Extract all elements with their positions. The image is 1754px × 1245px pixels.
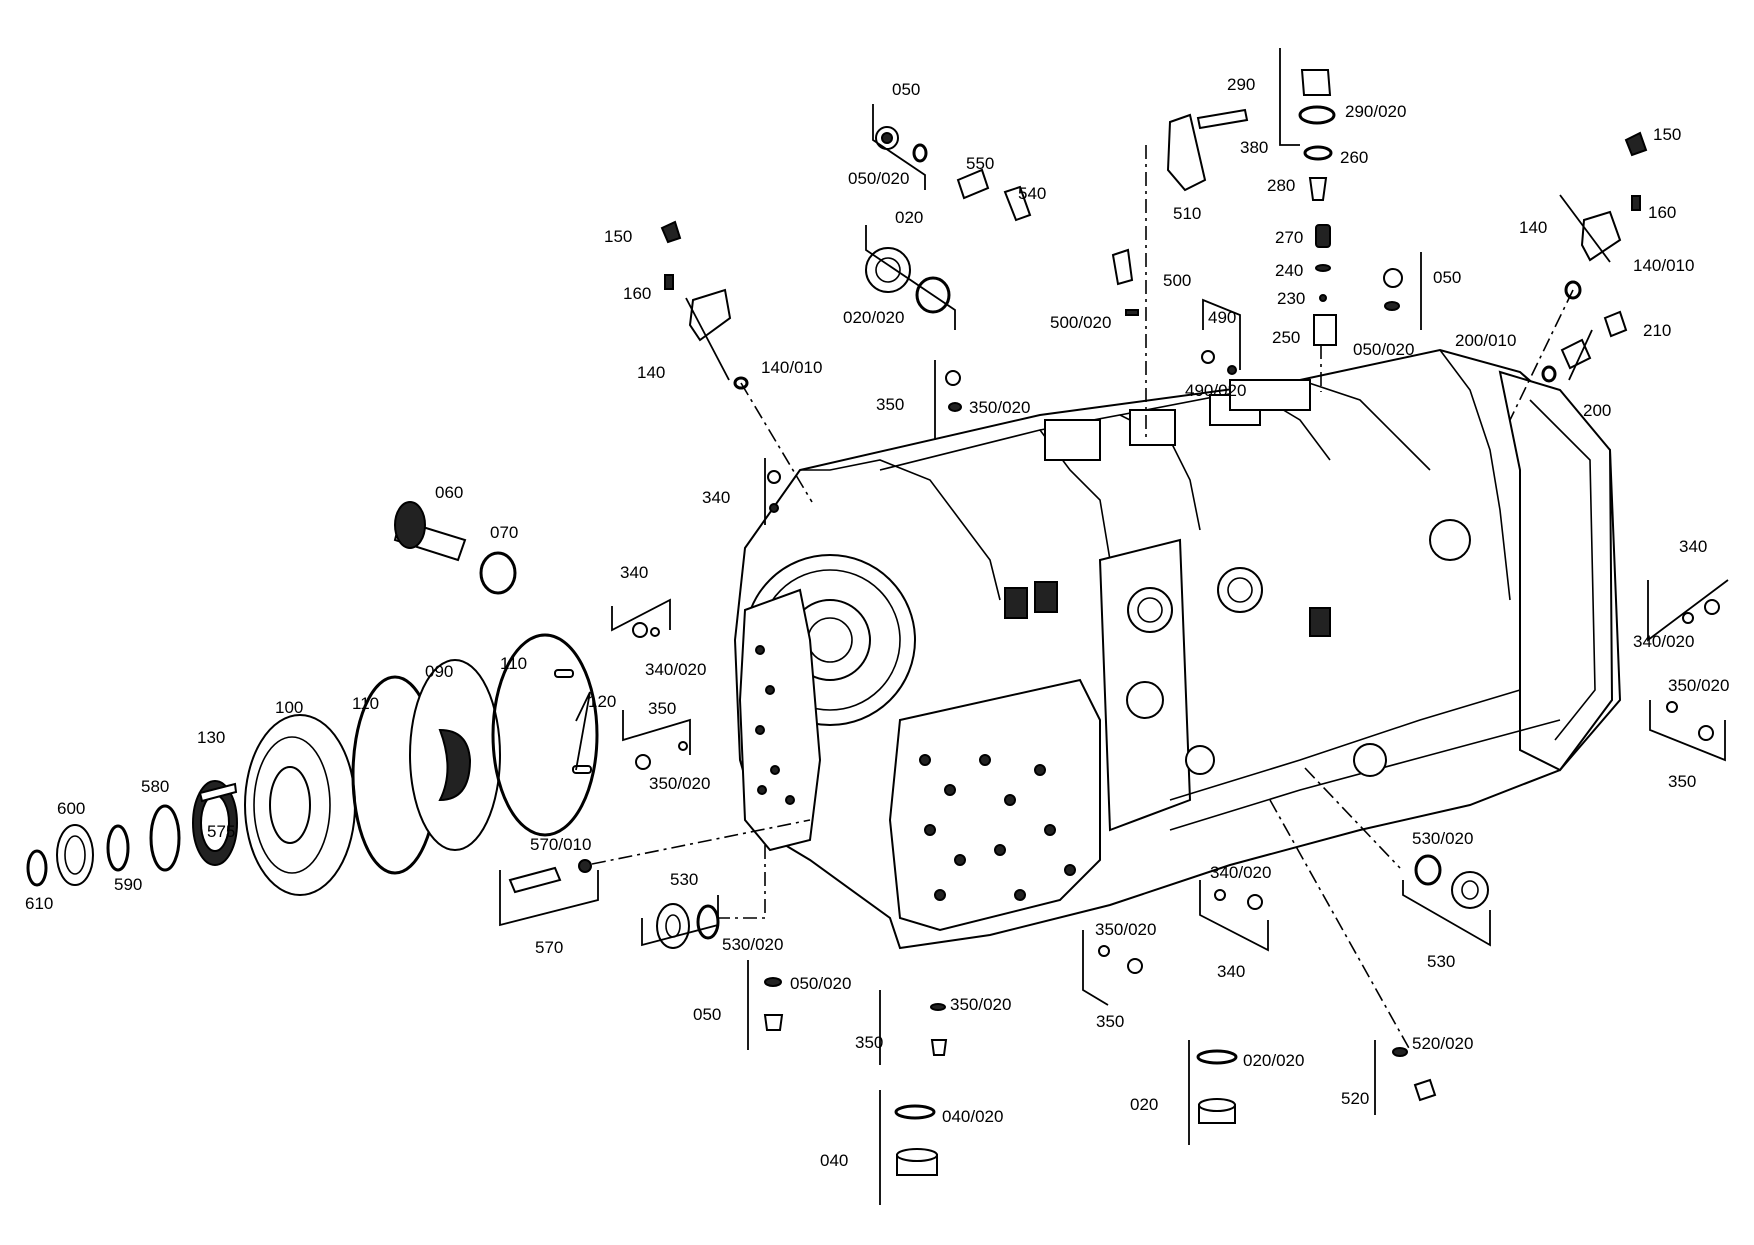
callout-label: 260 [1340,148,1368,167]
callout-label: 110 [352,694,379,713]
callout-label: 110 [500,654,527,673]
callout-label: 070 [490,523,518,542]
parts-front-assembly [26,501,720,949]
callout-label: 200 [1583,401,1611,420]
transmission-housing [733,348,1622,950]
callout-label: 230 [1277,289,1305,308]
callout-label: 500 [1163,271,1191,290]
valve-plate-holes [755,645,1076,901]
callout-label: 340/020 [645,660,706,679]
callout-label: 150 [604,227,632,246]
callout-label: 090 [425,662,453,681]
callout-label: 020 [1130,1095,1158,1114]
callout-label: 200/010 [1455,331,1516,350]
callout-label: 490 [1208,308,1236,327]
callout-label: 610 [25,894,53,913]
callout-label: 050/020 [1353,340,1414,359]
callout-brackets [499,48,1729,1205]
callout-label: 350/020 [649,774,710,793]
callout-label: 500/020 [1050,313,1111,332]
callout-label: 340 [620,563,648,582]
callout-labels: 050 050/020 550 540 020 020/020 150 160 … [25,75,1729,1170]
callout-label: 040/020 [942,1107,1003,1126]
callout-label: 290 [1227,75,1255,94]
callout-label: 550 [966,154,994,173]
callout-label: 575 [207,822,235,841]
callout-label: 160 [623,284,651,303]
callout-label: 140 [637,363,665,382]
callout-label: 540 [1018,184,1046,203]
callout-label: 250 [1272,328,1300,347]
callout-label: 210 [1643,321,1671,340]
callout-label: 050/020 [848,169,909,188]
callout-label: 340/020 [1210,863,1271,882]
callout-label: 150 [1653,125,1681,144]
callout-label: 120 [588,692,616,711]
callout-label: 050 [1433,268,1461,287]
callout-label: 060 [435,483,463,502]
callout-label: 290/020 [1345,102,1406,121]
callout-label: 590 [114,875,142,894]
callout-label: 140/010 [1633,256,1694,275]
callout-label: 350 [1668,772,1696,791]
callout-label: 510 [1173,204,1201,223]
callout-label: 020/020 [843,308,904,327]
callout-label: 570/010 [530,835,591,854]
callout-label: 240 [1275,261,1303,280]
callout-label: 140/010 [761,358,822,377]
callout-label: 280 [1267,176,1295,195]
callout-label: 020/020 [1243,1051,1304,1070]
callout-label: 570 [535,938,563,957]
callout-label: 350 [1096,1012,1124,1031]
parts-bottom-right [632,470,1720,1176]
callout-label: 050 [693,1005,721,1024]
callout-label: 350/020 [950,995,1011,1014]
callout-label: 130 [197,728,225,747]
callout-label: 530 [1427,952,1455,971]
callout-label: 340 [1217,962,1245,981]
parts-top [660,69,1648,412]
callout-label: 520 [1341,1089,1369,1108]
callout-label: 050 [892,80,920,99]
callout-label: 350/020 [969,398,1030,417]
callout-label: 530 [670,870,698,889]
callout-label: 350 [855,1033,883,1052]
callout-label: 160 [1648,203,1676,222]
callout-label: 530/020 [1412,829,1473,848]
callout-label: 040 [820,1151,848,1170]
callout-label: 140 [1519,218,1547,237]
assembly-lines [591,145,1574,1051]
callout-label: 270 [1275,228,1303,247]
callout-label: 050/020 [790,974,851,993]
callout-label: 020 [895,208,923,227]
callout-label: 580 [141,777,169,796]
callout-label: 530/020 [722,935,783,954]
callout-label: 340 [1679,537,1707,556]
callout-label: 340/020 [1633,632,1694,651]
callout-label: 350/020 [1668,676,1729,695]
callout-label: 520/020 [1412,1034,1473,1053]
callout-label: 380 [1240,138,1268,157]
callout-label: 350 [876,395,904,414]
callout-label: 490/020 [1185,381,1246,400]
callout-label: 340 [702,488,730,507]
callout-label: 600 [57,799,85,818]
callout-label: 350/020 [1095,920,1156,939]
callout-label: 350 [648,699,676,718]
callout-label: 100 [275,698,303,717]
